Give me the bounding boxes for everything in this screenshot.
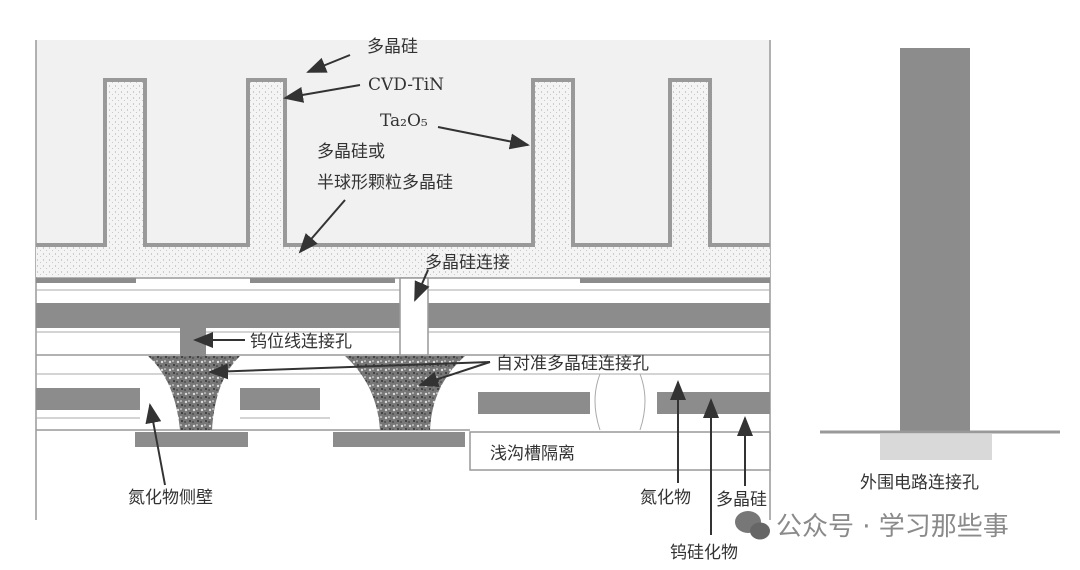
- label-polysilicon: 多晶硅: [367, 37, 418, 57]
- sti-box: [469, 431, 771, 471]
- label-polysilicon-bottom: 多晶硅: [716, 490, 767, 510]
- label-nitride: 氮化物: [640, 488, 691, 508]
- top-fill-region: [36, 40, 770, 245]
- arrow-ta2o5: [437, 126, 530, 150]
- periphery-diffusion: [880, 434, 992, 460]
- label-self-aligned-contact: 自对准多晶硅连接孔: [496, 354, 649, 374]
- gate-strip: [657, 392, 770, 414]
- poly-connect-plug: [399, 277, 429, 356]
- bitline-layer: [428, 303, 770, 328]
- diffusion-strip: [135, 432, 248, 447]
- label-sti: 浅沟槽隔离: [490, 444, 575, 464]
- label-cvd-tin: CVD-TiN: [368, 75, 444, 95]
- arrow-sac-2: [418, 361, 491, 387]
- capacitor-fins: [105, 80, 710, 248]
- label-poly-or-hsg-2: 半球形颗粒多晶硅: [317, 173, 453, 193]
- capacitor-fin: [670, 80, 710, 248]
- arrow-poly-connect: [414, 269, 430, 302]
- gate-strip: [478, 392, 590, 414]
- storage-node-base: [36, 245, 770, 277]
- label-periphery-contact: 外围电路连接孔: [860, 473, 979, 493]
- diffusion-strip: [333, 432, 465, 447]
- annotation-arrows: [145, 54, 753, 535]
- thin-strip: [36, 278, 136, 283]
- capacitor-fin: [533, 80, 573, 248]
- label-ta2o5: Ta₂O₅: [380, 111, 428, 131]
- nitride-sidewall-shape: [594, 373, 646, 431]
- arrow-hsg: [298, 199, 346, 254]
- label-poly-or-hsg-1: 多晶硅或: [317, 142, 385, 162]
- gate-strip: [240, 388, 320, 410]
- periphery-contact-column: [900, 48, 970, 432]
- thin-strip: [580, 278, 770, 283]
- labels: 多晶硅 CVD-TiN Ta₂O₅ 多晶硅或 半球形颗粒多晶硅 多晶硅连接 钨位…: [128, 37, 979, 563]
- arrow-cvd-tin: [283, 84, 361, 103]
- arrow-nitride-sidewall: [145, 403, 166, 486]
- left-structure: [35, 40, 771, 520]
- capacitor-fin: [248, 80, 285, 248]
- self-aligned-contact: [148, 356, 240, 430]
- watermark: 公众号 · 学习那些事: [735, 511, 1009, 542]
- thin-strip: [250, 278, 395, 283]
- periphery-structure: [820, 48, 1060, 460]
- arrow-polysilicon: [306, 54, 351, 73]
- capacitor-fin: [105, 80, 145, 248]
- w-bitline-contact-plug: [180, 328, 206, 356]
- label-nitride-sidewall: 氮化物侧壁: [128, 488, 213, 508]
- arrow-sac-1: [208, 361, 491, 380]
- label-tungsten-silicide: 钨硅化物: [670, 543, 738, 563]
- bitline-layer: [36, 303, 400, 328]
- label-w-bitline-contact: 钨位线连接孔: [250, 332, 352, 352]
- wechat-icon: [735, 511, 770, 540]
- capacitor-outline: [36, 78, 770, 247]
- label-poly-connect: 多晶硅连接: [425, 253, 510, 273]
- gate-strip: [36, 388, 140, 410]
- watermark-text: 公众号 · 学习那些事: [776, 512, 1009, 542]
